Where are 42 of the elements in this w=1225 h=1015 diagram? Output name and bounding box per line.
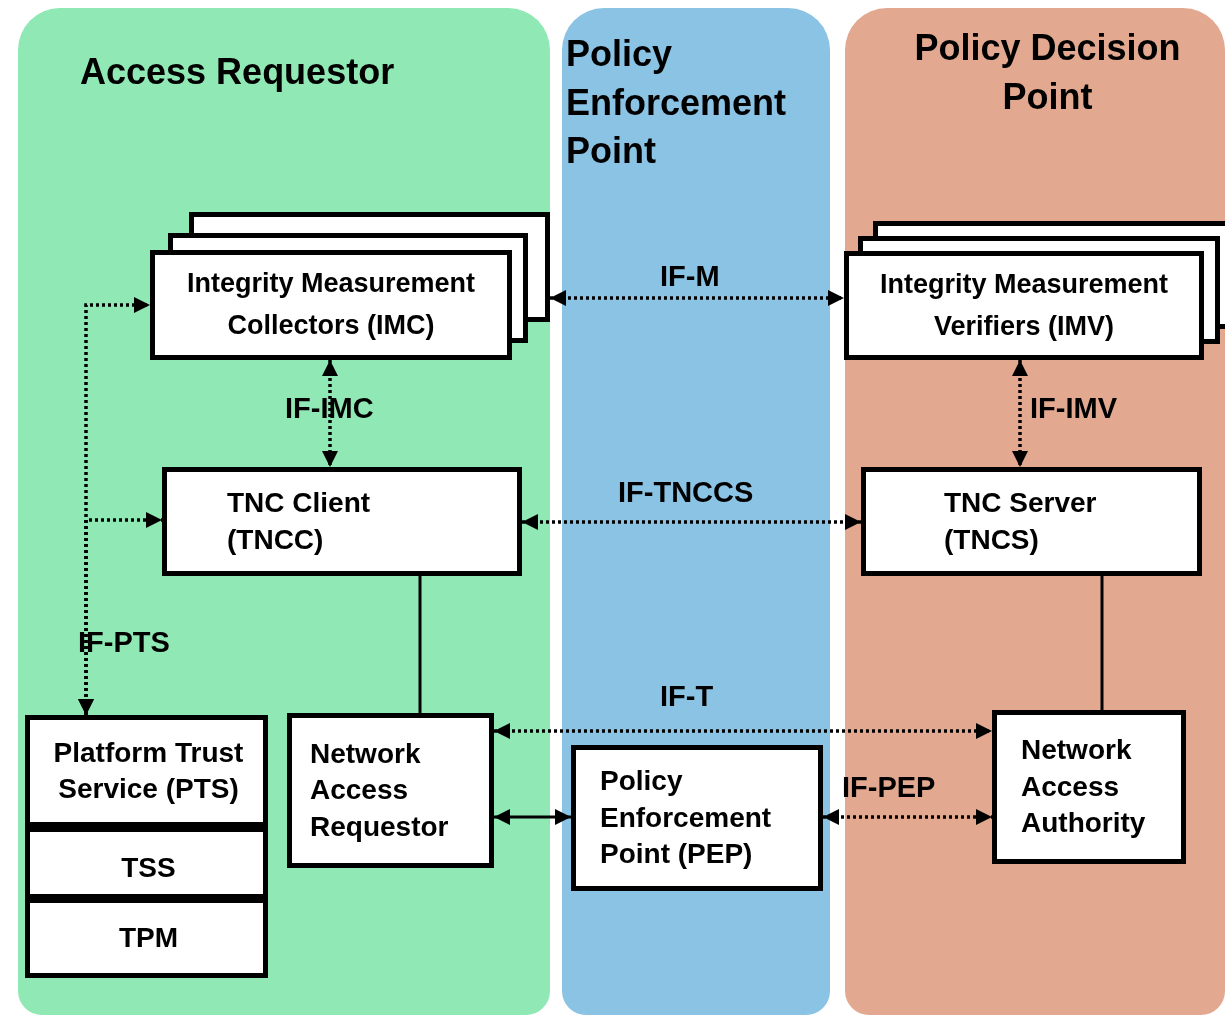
arrow	[1012, 360, 1028, 467]
connector-line	[418, 576, 422, 713]
arrow	[522, 514, 861, 530]
component-box	[571, 745, 823, 891]
swimlane-column	[562, 8, 830, 1015]
box-label: Policy Enforcement Point (PEP)	[600, 764, 773, 872]
edge-label: IF-M	[660, 262, 720, 291]
arrow	[494, 723, 992, 739]
box-label: Network Access Authority	[1021, 733, 1147, 841]
component-box	[287, 713, 494, 868]
edge-label: IF-IMC	[285, 394, 374, 423]
box-label: Platform Trust Service (PTS)	[52, 735, 245, 806]
arrow	[78, 512, 162, 715]
box-label: TPM	[117, 920, 180, 955]
box-label: Network Access Requestor	[310, 736, 450, 844]
box-label: TNC Client (TNCC)	[227, 486, 372, 557]
connector-line	[1100, 576, 1104, 710]
swimlane-column	[845, 8, 1225, 1015]
edge-label: IF-TNCCS	[618, 478, 754, 507]
column-title: Access Requestor	[80, 50, 396, 94]
edge-label: IF-PTS	[78, 628, 170, 657]
arrow	[322, 360, 338, 467]
edge-label: IF-T	[660, 682, 714, 711]
stacked-component-box	[150, 212, 550, 360]
box-label: TNC Server (TNCS)	[944, 486, 1098, 557]
box-label: TSS	[120, 850, 177, 885]
column-title: Policy Decision Point	[913, 26, 1182, 119]
component-box	[992, 710, 1186, 864]
component-box	[162, 467, 522, 576]
edge-label: IF-PEP	[842, 773, 936, 802]
box-label: Integrity Measurement Verifiers (IMV)	[878, 267, 1170, 343]
arrow	[494, 809, 571, 825]
column-title: Policy Enforcement Point	[566, 32, 788, 174]
box-label: Integrity Measurement Collectors (IMC)	[185, 267, 477, 342]
edge-label: IF-IMV	[1030, 394, 1117, 423]
arrow	[550, 290, 844, 306]
swimlane-column	[18, 8, 550, 1015]
component-box	[25, 898, 268, 978]
stacked-component-box	[844, 221, 1225, 360]
component-box	[861, 467, 1202, 576]
arrow	[823, 809, 992, 825]
component-box	[25, 715, 268, 827]
